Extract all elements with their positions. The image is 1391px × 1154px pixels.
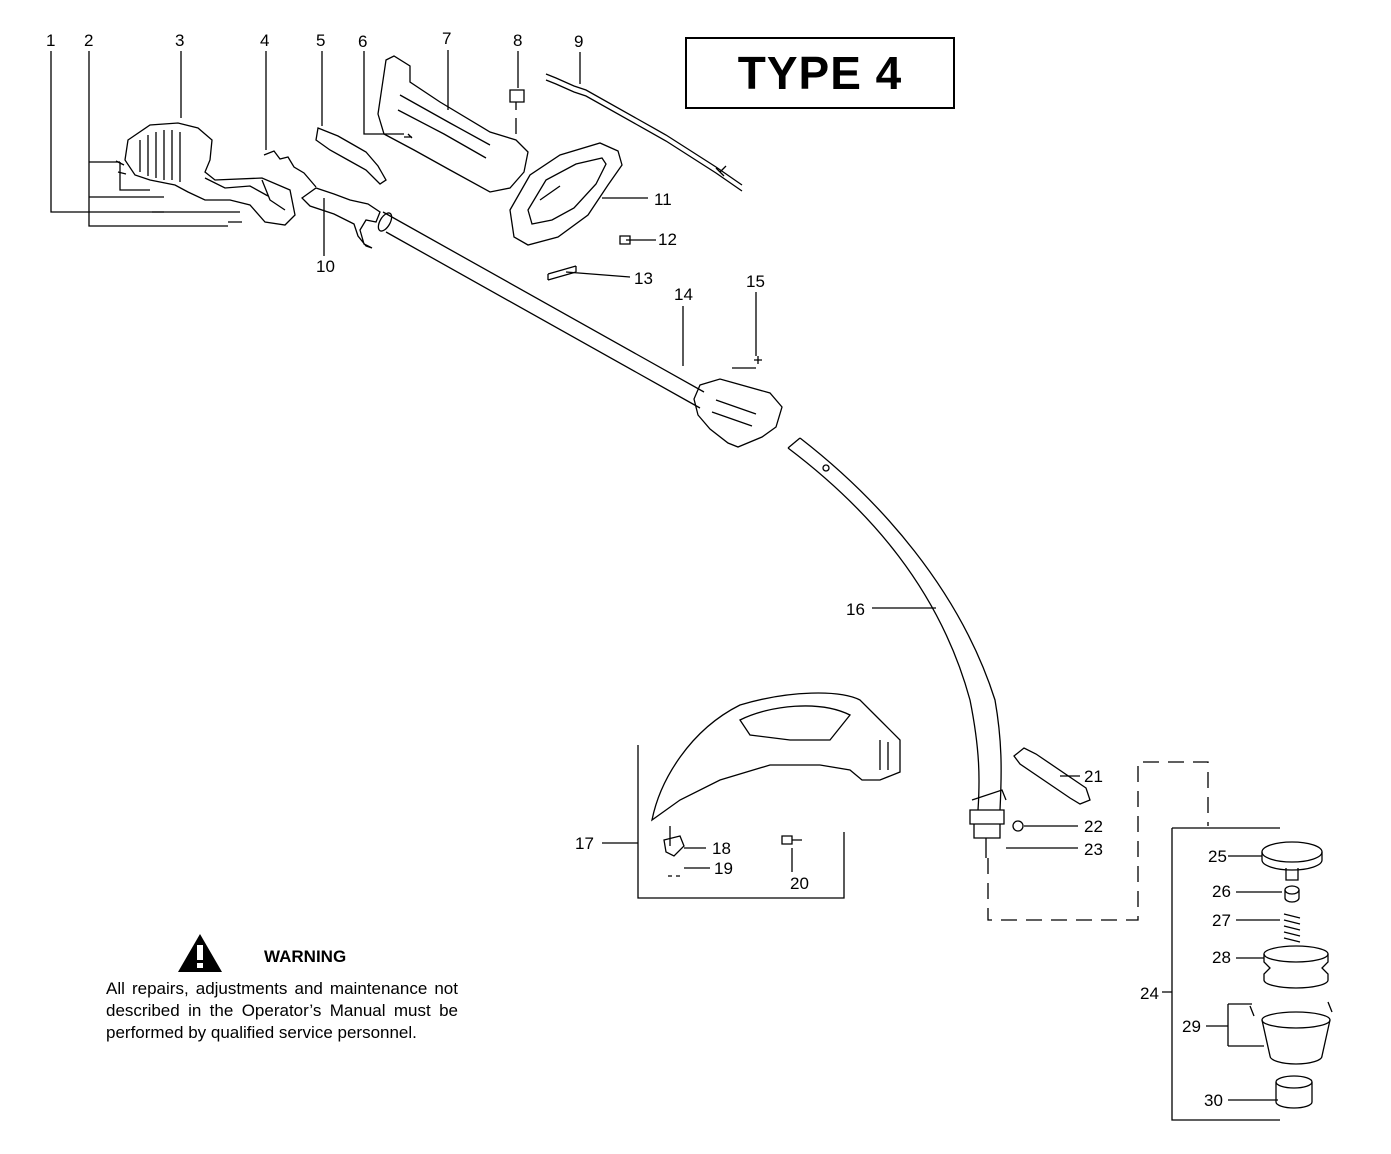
callout-30: 30 bbox=[1204, 1091, 1223, 1110]
callout-11: 11 bbox=[654, 190, 672, 209]
warning-heading: WARNING bbox=[264, 947, 347, 966]
warning-header: WARNING bbox=[106, 932, 458, 974]
part-14-upper-shaft bbox=[377, 211, 783, 448]
callout-19: 19 bbox=[714, 859, 733, 878]
callout-2: 2 bbox=[84, 31, 93, 50]
callout-5: 5 bbox=[316, 31, 325, 50]
part-3-housing bbox=[124, 122, 296, 226]
callout-12: 12 bbox=[658, 230, 677, 249]
callout-23: 23 bbox=[1084, 840, 1103, 859]
part-4-clip bbox=[263, 150, 317, 188]
part-10-trigger bbox=[300, 187, 381, 249]
part-26-eyelet bbox=[1284, 885, 1300, 903]
callout-21: 21 bbox=[1084, 767, 1103, 786]
callout-9: 9 bbox=[574, 32, 583, 51]
type-label: TYPE 4 bbox=[737, 47, 903, 99]
callout-10: 10 bbox=[316, 257, 335, 276]
leader-lines bbox=[50, 50, 1282, 1121]
callout-1: 1 bbox=[46, 31, 55, 50]
part-9-cable bbox=[545, 73, 743, 192]
callout-numbers: 1 2 3 4 5 6 7 8 9 10 11 12 13 14 15 16 1… bbox=[46, 29, 1231, 1110]
type-label-box: TYPE 4 bbox=[685, 37, 955, 109]
callout-8: 8 bbox=[513, 31, 522, 50]
callout-17: 17 bbox=[575, 834, 594, 853]
part-30-nut bbox=[1275, 1075, 1313, 1109]
dashed-connector bbox=[987, 761, 1209, 921]
callout-25: 25 bbox=[1208, 847, 1227, 866]
callout-27: 27 bbox=[1212, 911, 1231, 930]
part-27-spring bbox=[1283, 913, 1301, 943]
callout-16: 16 bbox=[846, 600, 865, 619]
callout-4: 4 bbox=[260, 31, 269, 50]
part-5-lever bbox=[315, 127, 387, 185]
part-25-knob bbox=[1261, 841, 1323, 881]
callout-6: 6 bbox=[358, 32, 367, 51]
callout-28: 28 bbox=[1212, 948, 1231, 967]
part-16-lower-shaft bbox=[787, 437, 1007, 858]
callout-22: 22 bbox=[1084, 817, 1103, 836]
warning-notice: WARNING All repairs, adjustments and mai… bbox=[106, 932, 458, 1044]
part-7-handle bbox=[377, 55, 529, 193]
callout-13: 13 bbox=[634, 269, 653, 288]
part-28-spool bbox=[1263, 945, 1329, 989]
callout-18: 18 bbox=[712, 839, 731, 858]
warning-triangle-icon bbox=[178, 934, 222, 972]
part-11-grip bbox=[509, 142, 623, 246]
callout-26: 26 bbox=[1212, 882, 1231, 901]
part-21-wrench bbox=[1013, 747, 1091, 805]
callout-29: 29 bbox=[1182, 1017, 1201, 1036]
callout-14: 14 bbox=[674, 285, 693, 304]
part-29-housing bbox=[1249, 1001, 1333, 1065]
callout-7: 7 bbox=[442, 29, 451, 48]
callout-15: 15 bbox=[746, 272, 765, 291]
part-17-guard bbox=[651, 692, 901, 822]
callout-20: 20 bbox=[790, 874, 809, 893]
callout-3: 3 bbox=[175, 31, 184, 50]
callout-24: 24 bbox=[1140, 984, 1159, 1003]
warning-text: All repairs, adjustments and maintenance… bbox=[106, 979, 458, 1042]
